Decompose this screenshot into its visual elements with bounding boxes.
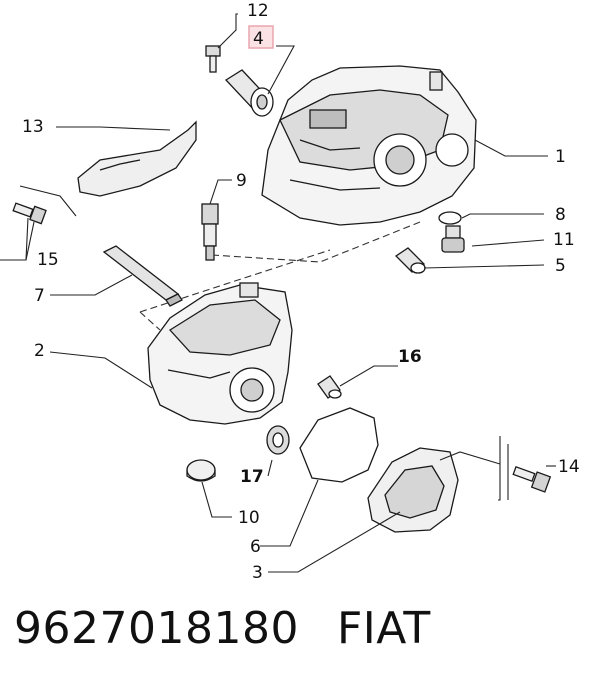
part-number-caption: 9627018180 FIAT bbox=[14, 603, 431, 654]
callout-16: 16 bbox=[398, 347, 422, 367]
part-17-seal bbox=[266, 425, 290, 455]
callout-4-highlight bbox=[248, 25, 274, 49]
part-15-bolt bbox=[12, 202, 47, 225]
callout-12: 12 bbox=[247, 1, 269, 21]
part-13-heat-shield bbox=[77, 120, 197, 197]
callout-4: 4 bbox=[253, 29, 264, 49]
part-6-gasket bbox=[299, 407, 379, 483]
callout-13: 13 bbox=[22, 117, 44, 137]
part-12-bolt bbox=[205, 45, 221, 73]
callout-labels: 12 4 13 1 9 8 11 15 5 7 2 16 14 17 10 6 … bbox=[22, 1, 580, 583]
callout-3: 3 bbox=[252, 563, 263, 583]
part-14-bolt bbox=[512, 465, 552, 493]
callout-17: 17 bbox=[240, 467, 264, 487]
callout-10: 10 bbox=[238, 508, 260, 528]
part-9-sensor bbox=[201, 203, 219, 261]
part-5-bushing bbox=[394, 247, 426, 274]
callout-6: 6 bbox=[250, 537, 261, 557]
part-3-end-cover bbox=[367, 447, 459, 533]
callout-11: 11 bbox=[553, 230, 575, 250]
part-16-bushing bbox=[317, 375, 342, 399]
part-7-rod bbox=[102, 245, 183, 307]
part-8-washer bbox=[438, 211, 462, 225]
part-number: 9627018180 bbox=[14, 603, 299, 654]
callout-9: 9 bbox=[236, 171, 247, 191]
callout-2: 2 bbox=[34, 341, 45, 361]
part-11-drain-plug bbox=[441, 225, 465, 253]
leader-lines bbox=[0, 13, 556, 573]
part-1-gearbox-housing bbox=[261, 65, 477, 226]
part-10-plug-cap bbox=[186, 459, 216, 482]
brand-name: FIAT bbox=[336, 603, 431, 654]
callout-14: 14 bbox=[558, 457, 580, 477]
callout-15: 15 bbox=[37, 250, 59, 270]
part-4-sleeve bbox=[224, 69, 274, 117]
callout-1: 1 bbox=[555, 147, 566, 167]
callout-7: 7 bbox=[34, 286, 45, 306]
callout-5: 5 bbox=[555, 256, 566, 276]
callout-8: 8 bbox=[555, 205, 566, 225]
part-2-gear-casing bbox=[147, 282, 293, 425]
